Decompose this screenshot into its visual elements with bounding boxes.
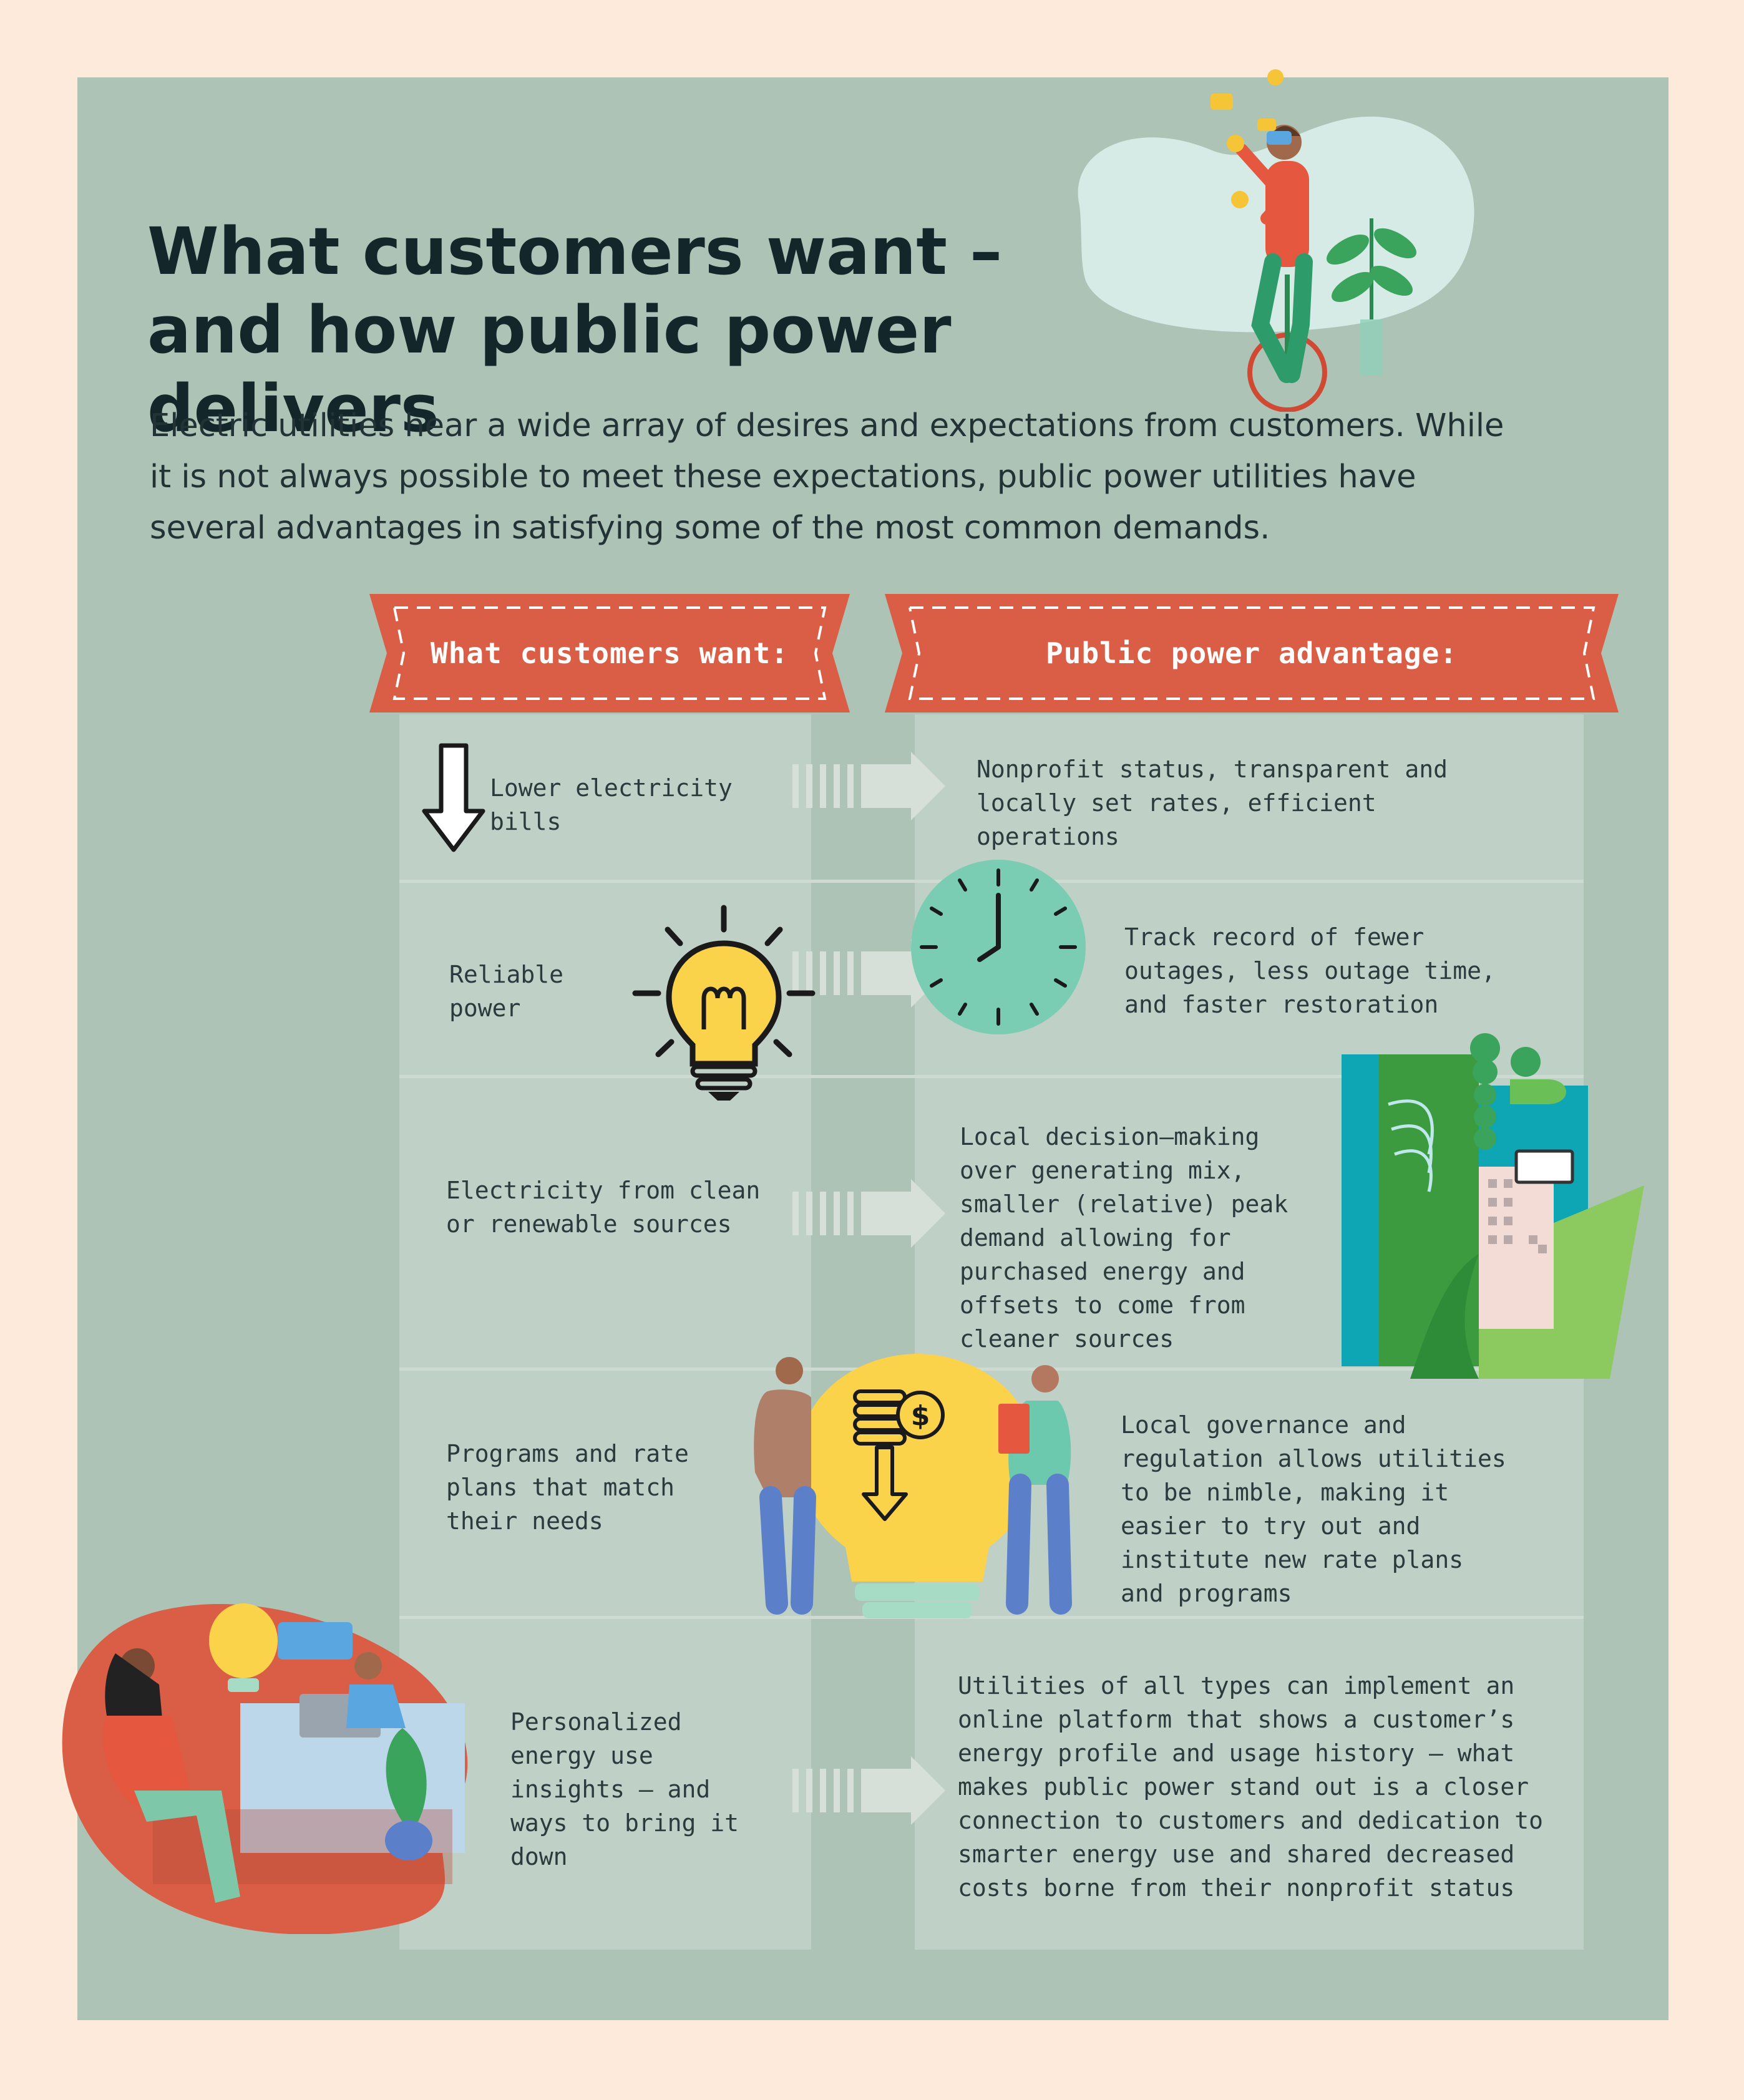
want-column <box>399 714 811 1950</box>
connector-arrow <box>792 1179 945 1248</box>
advantage-header-label: Public power advantage: <box>1046 636 1458 670</box>
banner-ribbon-shape <box>369 594 850 712</box>
want-text-row-2: Reliable power <box>449 961 564 1022</box>
advantage-text-row-5: Utilities of all types can implement an … <box>958 1672 1543 1902</box>
svg-text:$: $ <box>911 1400 930 1432</box>
office-people-icon <box>62 1603 468 1934</box>
coins-lightbulb-icon: $ <box>754 1354 1072 1618</box>
row-divider <box>399 1368 1584 1371</box>
advantage-text-row-2: Track record of fewer outages, less outa… <box>1124 923 1496 1018</box>
city-trees-icon <box>1342 1033 1644 1379</box>
want-text-row-5: Personalized energy use insights — and w… <box>510 1708 739 1870</box>
clock-icon <box>911 860 1086 1034</box>
connector-arrow <box>792 752 945 820</box>
want-text-row-1: Lower electricity bills <box>490 774 733 835</box>
down-arrow-icon <box>422 743 485 852</box>
row-divider <box>399 1075 1584 1078</box>
advantage-text-row-4: Local governance and regulation allows u… <box>1121 1411 1506 1607</box>
unicycle-juggler-illustration <box>1078 69 1474 412</box>
row-divider <box>399 1616 1584 1619</box>
want-text-row-3: Electricity from clean or renewable sour… <box>446 1177 761 1238</box>
advantage-text-row-3: Local decision–making over generating mi… <box>960 1123 1289 1353</box>
want-header-label: What customers want: <box>431 636 789 670</box>
banner-ribbon-shape <box>885 594 1619 712</box>
want-text-row-4: Programs and rate plans that match their… <box>446 1440 689 1535</box>
advantage-text-row-1: Nonprofit status, transparent and locall… <box>977 756 1448 850</box>
connector-arrow <box>792 1756 945 1825</box>
advantage-header-banner: Public power advantage: <box>885 594 1619 712</box>
page-title: What customers want – and how public pow… <box>147 213 1003 447</box>
lightbulb-icon <box>632 905 816 1101</box>
want-header-banner: What customers want: <box>369 594 850 712</box>
intro-paragraph: Electric utilities hear a wide array of … <box>150 407 1504 547</box>
